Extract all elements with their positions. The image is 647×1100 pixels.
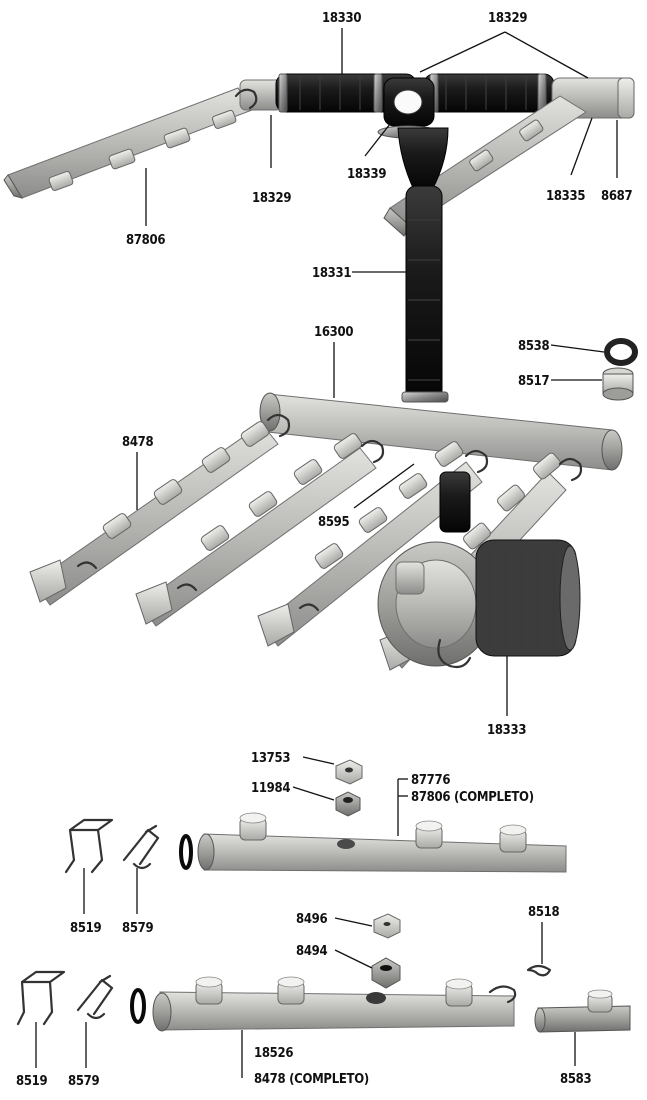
wire-spring-8579-b (76, 974, 114, 1020)
label-18335: 18335 (546, 189, 585, 204)
label-18339: 18339 (347, 167, 386, 182)
vertical-hose-18331 (397, 127, 449, 403)
arm-3-nozzles (314, 441, 464, 569)
manifold-16300 (259, 392, 623, 471)
arm-3 (257, 441, 489, 647)
end-piece-8583 (534, 989, 631, 1033)
nut-8496 (373, 913, 401, 939)
label-18330: 18330 (322, 11, 361, 26)
label-8595: 8595 (318, 515, 350, 530)
oring-a (179, 834, 193, 870)
left-upper-arm (3, 79, 283, 199)
label-87806: 87806 (126, 233, 165, 248)
label-8518: 8518 (528, 905, 560, 920)
lower-spray-arm-assembly (29, 338, 638, 671)
label-8519-b: 8519 (16, 1074, 48, 1089)
nozzle-8494 (371, 957, 401, 989)
label-8583: 8583 (560, 1072, 592, 1087)
wire-spring-8579-a (122, 824, 160, 870)
leader-lines (35, 28, 618, 1078)
label-87806-completo: 87806 (COMPLETO) (411, 790, 534, 805)
ring-8538 (604, 338, 638, 366)
arm-2 (135, 433, 385, 627)
nozzle-11984 (335, 791, 361, 817)
clip-8518 (526, 964, 552, 977)
label-18329-left: 18329 (252, 191, 291, 206)
spray-arm-87806 (197, 812, 567, 873)
label-11984: 11984 (251, 781, 290, 796)
arm-1 (29, 413, 291, 606)
label-87776: 87776 (411, 773, 450, 788)
arm-2-nozzles (200, 433, 363, 551)
top-hose-18330 (275, 73, 417, 113)
label-16300: 16300 (314, 325, 353, 340)
nut-13753 (335, 759, 363, 785)
spare-parts-section (16, 759, 631, 1033)
label-18333: 18333 (487, 723, 526, 738)
label-13753: 13753 (251, 751, 290, 766)
label-8494: 8494 (296, 944, 328, 959)
label-8579-a: 8579 (122, 921, 154, 936)
wire-clip-8519-b (16, 970, 66, 1026)
label-18331: 18331 (312, 266, 351, 281)
left-arm-nozzles (48, 109, 237, 191)
label-8538: 8538 (518, 339, 550, 354)
label-8687: 8687 (601, 189, 633, 204)
label-18526: 18526 (254, 1046, 293, 1061)
arm-1-nozzles (102, 421, 270, 539)
label-8517: 8517 (518, 374, 550, 389)
nut-8517 (602, 367, 634, 401)
label-8579-b: 8579 (68, 1074, 100, 1089)
top-hose-18329-right (423, 73, 555, 113)
wire-clip-8519-a (64, 818, 114, 874)
pump-motor-18333 (377, 471, 581, 669)
part-labels: 18330 18329 18329 18339 18335 8687 87806… (16, 11, 633, 1089)
label-8478: 8478 (122, 435, 154, 450)
label-8478-completo: 8478 (COMPLETO) (254, 1072, 369, 1087)
label-8519-a: 8519 (70, 921, 102, 936)
label-18329-top: 18329 (488, 11, 527, 26)
oring-b (130, 988, 146, 1024)
label-8496: 8496 (296, 912, 328, 927)
upper-spray-arm-assembly (3, 73, 635, 403)
spray-arm-8478 (152, 976, 517, 1032)
